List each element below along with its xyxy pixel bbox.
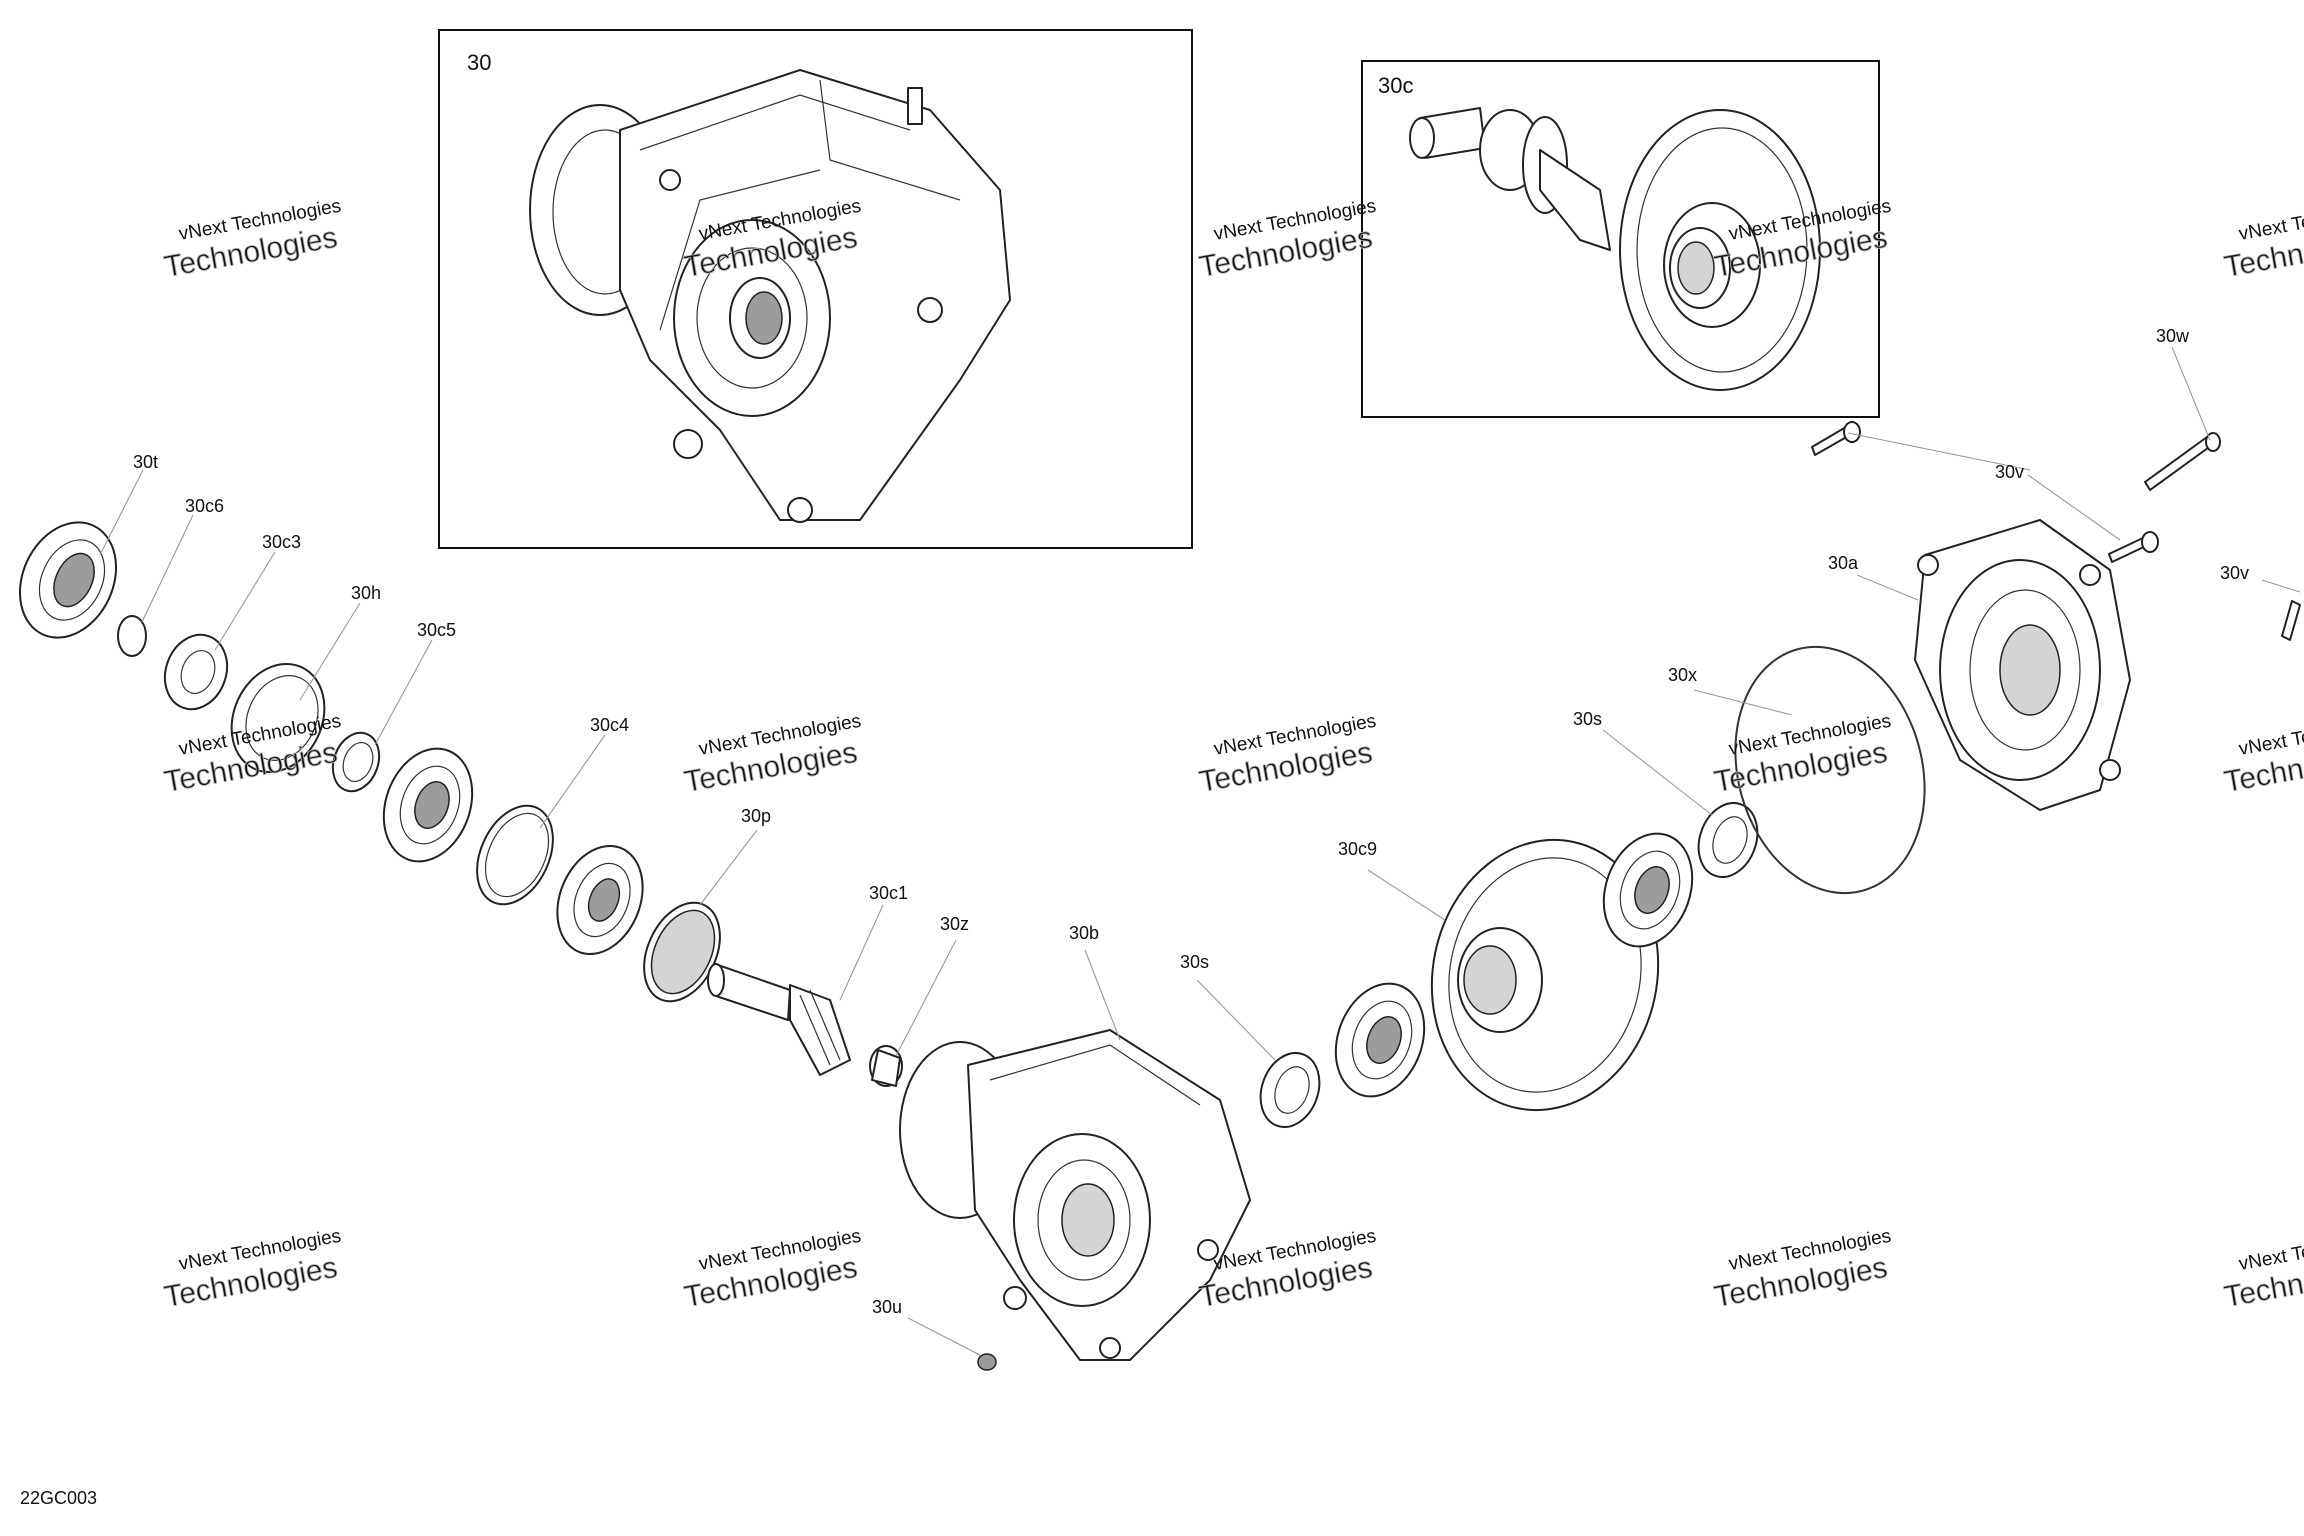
part-30u-plug bbox=[977, 1353, 997, 1371]
inset-30: 30 bbox=[438, 29, 1193, 549]
housing-assembly-illustration bbox=[529, 69, 1011, 523]
inset-30c-frame bbox=[1361, 60, 1880, 418]
part-30s-seal-rear bbox=[1697, 802, 1759, 878]
inset-30c-title: 30c bbox=[1378, 73, 1413, 98]
inset-30c: 30c bbox=[1361, 60, 1880, 418]
inset-30-frame bbox=[438, 29, 1193, 549]
part-30c9-ring-gear bbox=[1430, 838, 1660, 1112]
part-30a-cover bbox=[1914, 519, 2131, 811]
callout-30a: 30a bbox=[1828, 553, 1859, 573]
part-30c3-nut bbox=[163, 633, 229, 711]
callout-30c5: 30c5 bbox=[417, 620, 456, 640]
callout-30c6: 30c6 bbox=[185, 496, 224, 516]
leader-lines bbox=[99, 346, 2301, 1356]
callout-30b: 30b bbox=[1069, 923, 1099, 943]
part-30s-seal-front bbox=[1259, 1052, 1321, 1128]
callout-30z: 30z bbox=[940, 914, 969, 934]
callout-30x: 30x bbox=[1668, 665, 1697, 685]
part-30p-plug bbox=[643, 901, 721, 1003]
gear-set-illustration bbox=[1409, 107, 1821, 391]
svg-text:vNext Technologies: vNext Technologies bbox=[2237, 1226, 2304, 1275]
callout-30c3: 30c3 bbox=[262, 532, 301, 552]
callout-30p: 30p bbox=[741, 806, 771, 826]
callout-30u: 30u bbox=[872, 1297, 902, 1317]
svg-text:vNext Technologies: vNext Technologies bbox=[2237, 711, 2304, 760]
callout-labels: 30t 30c6 30c3 30h 30c5 30c4 30p 30c1 30z… bbox=[133, 326, 2249, 1317]
part-30c4-shim bbox=[476, 804, 554, 906]
callout-30w: 30w bbox=[2156, 326, 2190, 346]
part-30c1-pinion bbox=[707, 963, 851, 1076]
part-bearing-rear bbox=[556, 844, 644, 956]
part-30c6-ring bbox=[117, 615, 147, 657]
part-30w-stud bbox=[2144, 432, 2221, 491]
callout-30c9: 30c9 bbox=[1338, 839, 1377, 859]
callout-30v-right: 30v bbox=[2220, 563, 2249, 583]
part-30x-o-ring bbox=[1734, 645, 1926, 895]
part-30c5-spacer bbox=[331, 731, 381, 793]
part-30h-cup bbox=[230, 662, 326, 774]
part-30v-bolts bbox=[1811, 421, 2301, 641]
callout-30s-rear: 30s bbox=[1573, 709, 1602, 729]
figure-code: 22GC003 bbox=[20, 1488, 97, 1508]
inset-30-title: 30 bbox=[467, 50, 491, 75]
callout-30h: 30h bbox=[351, 583, 381, 603]
callout-30c1: 30c1 bbox=[869, 883, 908, 903]
part-30b-housing bbox=[899, 1029, 1251, 1361]
callout-30t: 30t bbox=[133, 452, 158, 472]
callout-30c4: 30c4 bbox=[590, 715, 629, 735]
part-bearing-carrier-rear bbox=[1602, 832, 1694, 948]
svg-text:vNext Technologies: vNext Technologies bbox=[2237, 196, 2304, 245]
callout-30s-front: 30s bbox=[1180, 952, 1209, 972]
callout-30v-upper: 30v bbox=[1995, 462, 2024, 482]
part-30t-seal bbox=[18, 521, 118, 639]
part-bearing-carrier-front bbox=[1334, 982, 1426, 1098]
part-bearing-front bbox=[382, 747, 474, 863]
part-30z-bushing bbox=[869, 1045, 903, 1087]
